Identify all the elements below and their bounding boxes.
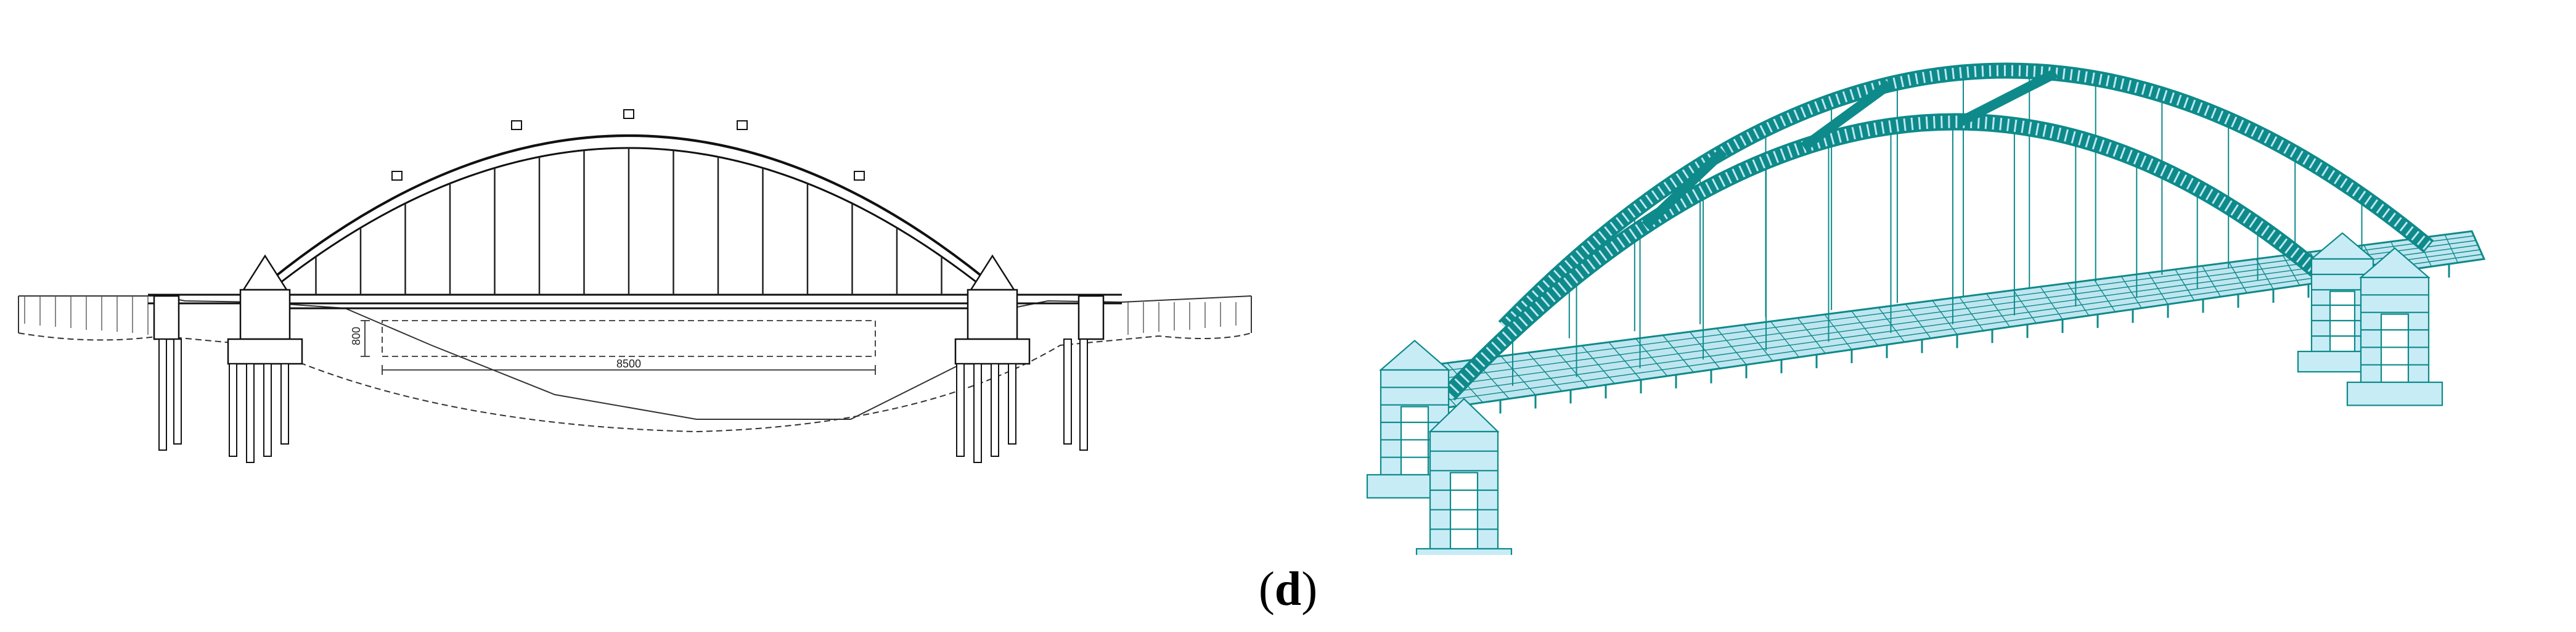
- model-piers: [1366, 232, 2443, 555]
- piles: [158, 339, 1088, 463]
- model-arch-ribs: [1442, 62, 2434, 401]
- deck-grid-line: [1423, 253, 2482, 404]
- figure-caption: (d): [0, 558, 2576, 620]
- ground-profile: [18, 295, 1252, 433]
- caption-close-paren: ): [1301, 562, 1318, 615]
- model-brace: [1642, 147, 1727, 229]
- model-brace: [1801, 80, 1892, 151]
- model-cross-bracing: [1642, 68, 2058, 229]
- model-pier: [2346, 247, 2443, 406]
- deck-grid-line: [1411, 244, 2479, 391]
- pier-right: [954, 254, 1105, 365]
- bridge-deck: [148, 293, 1122, 310]
- hangers: [315, 148, 942, 295]
- navigation-clearance: [361, 320, 876, 375]
- bridge-3d-model: [1366, 62, 2486, 555]
- model-pier: [1415, 398, 1513, 555]
- arch-bracing-markers: [391, 109, 865, 181]
- model-brace: [1958, 68, 2058, 126]
- dimension-length-label: 8500: [616, 358, 641, 370]
- caption-open-paren: (: [1258, 562, 1275, 615]
- dimension-height-label: 800: [350, 327, 362, 345]
- bridge-elevation-drawing: 8500 800: [18, 109, 1252, 463]
- model-pier: [1366, 339, 1463, 499]
- deck-grid-line: [1417, 249, 2480, 398]
- pier-left: [153, 254, 303, 365]
- bank-hatching: [24, 296, 1237, 335]
- caption-letter: d: [1274, 562, 1302, 615]
